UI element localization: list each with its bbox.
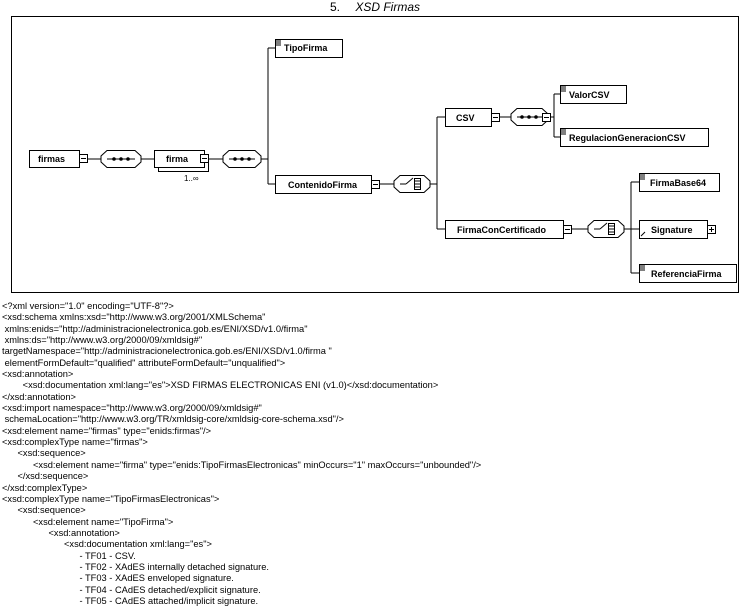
xsd-source-code: <?xml version="1.0" encoding="UTF-8"?><x… — [2, 301, 747, 607]
code-line: </xsd:complexType> — [2, 482, 88, 493]
element-contenido-firma[interactable]: ContenidoFirma — [275, 175, 380, 194]
element-firma[interactable]: firma 1..∞ — [154, 150, 209, 184]
code-line: - TF03 - XAdES enveloped signature. — [2, 573, 234, 584]
choice-compositor-1 — [393, 175, 431, 193]
svg-text:RegulacionGeneracionCSV: RegulacionGeneracionCSV — [569, 133, 686, 143]
svg-text:ReferenciaFirma: ReferenciaFirma — [651, 269, 723, 279]
section-title: XSD Firmas — [355, 0, 421, 14]
code-line: <xsd:documentation xml:lang="es">XSD FIR… — [2, 380, 439, 391]
element-csv[interactable]: CSV — [445, 108, 500, 127]
svg-text:FirmaBase64: FirmaBase64 — [650, 178, 706, 188]
code-line: schemaLocation="http://www.w3.org/TR/xml… — [2, 414, 344, 425]
code-line: - TF04 - CAdES detached/explicit signatu… — [2, 584, 261, 595]
svg-text:firma: firma — [166, 154, 189, 164]
code-line: <xsd:schema xmlns:xsd="http://www.w3.org… — [2, 312, 266, 323]
code-line: <xsd:annotation> — [2, 527, 120, 538]
svg-text:FirmaConCertificado: FirmaConCertificado — [457, 225, 547, 235]
code-line: <xsd:element name="TipoFirma"> — [2, 516, 174, 527]
sequence-compositor-3 — [510, 108, 551, 126]
code-line: <xsd:element name="firma" type="enids:Ti… — [2, 459, 482, 470]
code-line: - TF02 - XAdES internally detached signa… — [2, 561, 269, 572]
choice-compositor-2 — [587, 220, 625, 238]
sequence-compositor-2 — [222, 150, 262, 168]
sequence-compositor-1 — [100, 150, 142, 168]
element-signature[interactable]: Signature — [639, 220, 716, 239]
svg-text:TipoFirma: TipoFirma — [284, 43, 328, 53]
code-line: <xsd:sequence> — [2, 448, 86, 459]
code-line: <xsd:element name="firmas" type="enids:f… — [2, 425, 212, 436]
svg-text:Signature: Signature — [651, 225, 693, 235]
section-heading: 5. XSD Firmas — [0, 0, 750, 14]
code-line: elementFormDefault="qualified" attribute… — [2, 357, 286, 368]
code-line: targetNamespace="http://administracionel… — [2, 346, 332, 357]
code-line: <xsd:complexType name="TipoFirmasElectro… — [2, 493, 220, 504]
code-line: <xsd:documentation xml:lang="es"> — [2, 539, 212, 550]
reference-arrow-icon — [640, 231, 646, 237]
code-line: - TF05 - CAdES attached/implicit signatu… — [2, 595, 259, 606]
code-line: </xsd:annotation> — [2, 391, 76, 402]
code-line: xmlns:enids="http://administracionelectr… — [2, 323, 308, 334]
svg-text:ContenidoFirma: ContenidoFirma — [288, 180, 358, 190]
code-line: <xsd:sequence> — [2, 505, 86, 516]
code-line: <xsd:complexType name="firmas"> — [2, 437, 148, 448]
code-line: <xsd:import namespace="http://www.w3.org… — [2, 403, 262, 414]
svg-text:ValorCSV: ValorCSV — [569, 90, 610, 100]
code-line: - TF01 - CSV. — [2, 550, 136, 561]
code-line: </xsd:sequence> — [2, 471, 89, 482]
element-firmas[interactable]: firmas — [29, 150, 88, 168]
element-regulacion-generacion-csv[interactable]: RegulacionGeneracionCSV — [560, 128, 709, 147]
element-firma-con-certificado[interactable]: FirmaConCertificado — [445, 220, 572, 239]
firma-cardinality: 1..∞ — [184, 174, 199, 183]
svg-text:CSV: CSV — [456, 113, 475, 123]
element-firma-base64[interactable]: FirmaBase64 — [639, 173, 720, 192]
svg-text:firmas: firmas — [38, 154, 65, 164]
code-line: <?xml version="1.0" encoding="UTF-8"?> — [2, 301, 174, 311]
element-valor-csv[interactable]: ValorCSV — [560, 85, 627, 104]
element-referencia-firma[interactable]: ReferenciaFirma — [639, 264, 737, 283]
section-number: 5. — [329, 0, 340, 14]
code-line: xmlns:ds="http://www.w3.org/2000/09/xmld… — [2, 335, 203, 346]
element-tipo-firma[interactable]: TipoFirma — [275, 39, 343, 58]
code-line: <xsd:annotation> — [2, 369, 74, 380]
xsd-diagram: firmas firma 1..∞ TipoFirma ContenidoFir… — [11, 16, 739, 293]
